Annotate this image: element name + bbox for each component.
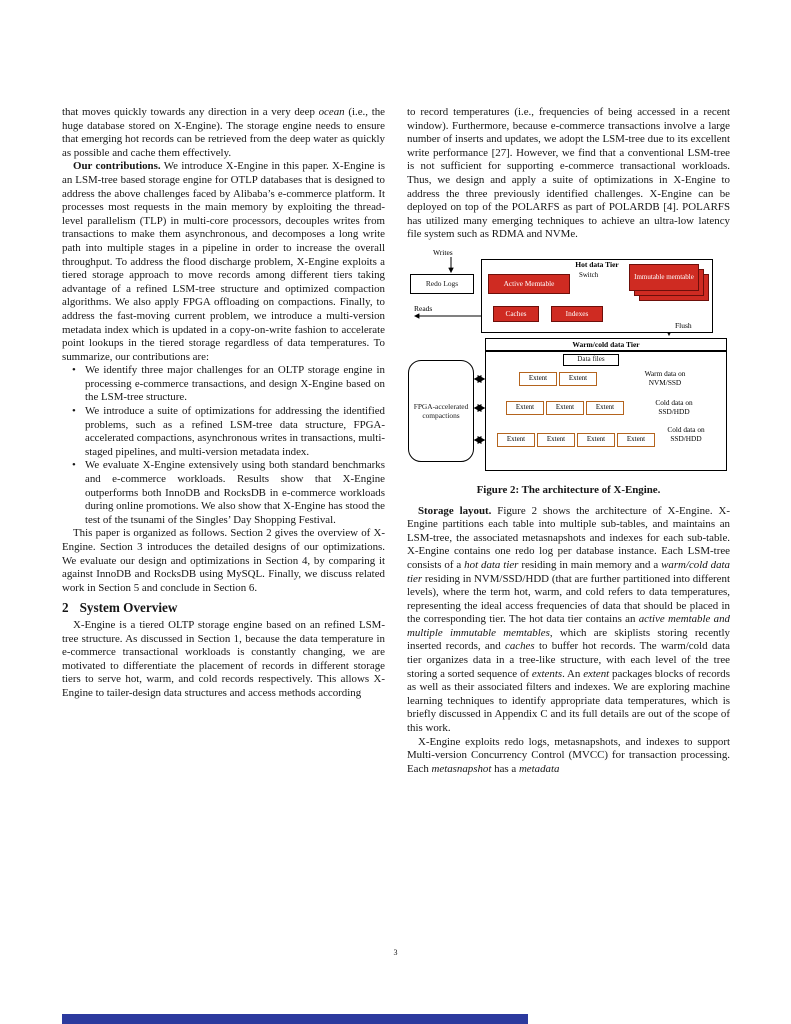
left-column: that moves quickly towards any direction…	[62, 106, 385, 776]
bullet-icon: •	[72, 364, 76, 377]
list-item: • We identify three major challenges for…	[62, 364, 385, 405]
data-files-label: Data files	[563, 353, 619, 366]
paragraph-storage-layout: Storage layout. Figure 2 shows the archi…	[407, 504, 730, 735]
extent-box: Extent	[506, 400, 544, 415]
next-page-figure-edge	[62, 1014, 528, 1024]
switch-label: Switch	[579, 271, 599, 279]
figure-2-caption: Figure 2: The architecture of X-Engine.	[476, 483, 661, 496]
paragraph: This paper is organized as follows. Sect…	[62, 527, 385, 594]
paragraph: X-Engine is a tiered OLTP storage engine…	[62, 618, 385, 699]
warm-cold-tier-label: Warm/cold data Tier	[572, 339, 640, 349]
bullet-icon: •	[72, 405, 76, 418]
hot-data-tier-label: Hot data Tier	[575, 259, 619, 269]
extent-box: Extent	[577, 432, 615, 447]
flush-label: Flush	[675, 320, 692, 330]
reads-label: Reads	[414, 303, 433, 313]
paragraph: X-Engine exploits redo logs, metasnapsho…	[407, 735, 730, 775]
extent-box: Extent	[586, 400, 624, 415]
paragraph: to record temperatures (i.e., frequencie…	[407, 106, 730, 241]
extent-box: Extent	[519, 371, 557, 386]
page-number: 3	[393, 948, 398, 957]
two-column-layout: that moves quickly towards any direction…	[62, 106, 730, 776]
extent-box: Extent	[497, 432, 535, 447]
caches-box: Caches	[493, 305, 539, 322]
paragraph-contributions: Our contributions. We introduce X-Engine…	[62, 160, 385, 363]
extent-box: Extent	[559, 371, 597, 386]
contributions-list: • We identify three major challenges for…	[62, 364, 385, 527]
extent-row-warm: Extent Extent	[519, 371, 597, 386]
warm-cold-tier-label-box	[485, 337, 727, 351]
active-memtable-box: Active Memtable	[488, 273, 570, 294]
list-item: • We evaluate X-Engine extensively using…	[62, 459, 385, 527]
right-column: to record temperatures (i.e., frequencie…	[407, 106, 730, 776]
page-content: that moves quickly towards any direction…	[62, 106, 730, 776]
writes-label: Writes	[433, 247, 453, 257]
immutable-memtable-box: Immutable memtable	[629, 263, 699, 291]
extent-row-cold-2: Extent Extent Extent Extent	[497, 432, 655, 447]
list-item-text: We introduce a suite of optimizations fo…	[85, 405, 385, 458]
list-item-text: We identify three major challenges for a…	[85, 364, 385, 404]
extent-box: Extent	[617, 432, 655, 447]
redo-logs-box: Redo Logs	[410, 273, 474, 294]
cold-data-label-1: Cold data on SSD/HDD	[655, 397, 693, 416]
figure-2: Writes Hot data Tier Redo Logs Active Me…	[407, 248, 730, 498]
cold-data-label-2: Cold data on SSD/HDD	[667, 424, 705, 443]
section-number: 2	[62, 600, 69, 616]
section-heading: 2 System Overview	[62, 601, 385, 615]
indexes-box: Indexes	[551, 305, 603, 322]
list-item-text: We evaluate X-Engine extensively using b…	[85, 459, 385, 526]
warm-data-label: Warm data on NVM/SSD	[644, 368, 686, 387]
extent-box: Extent	[537, 432, 575, 447]
paragraph: that moves quickly towards any direction…	[62, 106, 385, 159]
extent-box: Extent	[546, 400, 584, 415]
section-title: System Overview	[79, 600, 178, 616]
bullet-icon: •	[72, 459, 76, 472]
fpga-compactions-box: FPGA-accelerated compactions	[408, 359, 474, 462]
extent-row-cold-1: Extent Extent Extent	[506, 400, 624, 415]
xengine-architecture-diagram: Writes Hot data Tier Redo Logs Active Me…	[407, 248, 730, 477]
list-item: • We introduce a suite of optimizations …	[62, 405, 385, 459]
